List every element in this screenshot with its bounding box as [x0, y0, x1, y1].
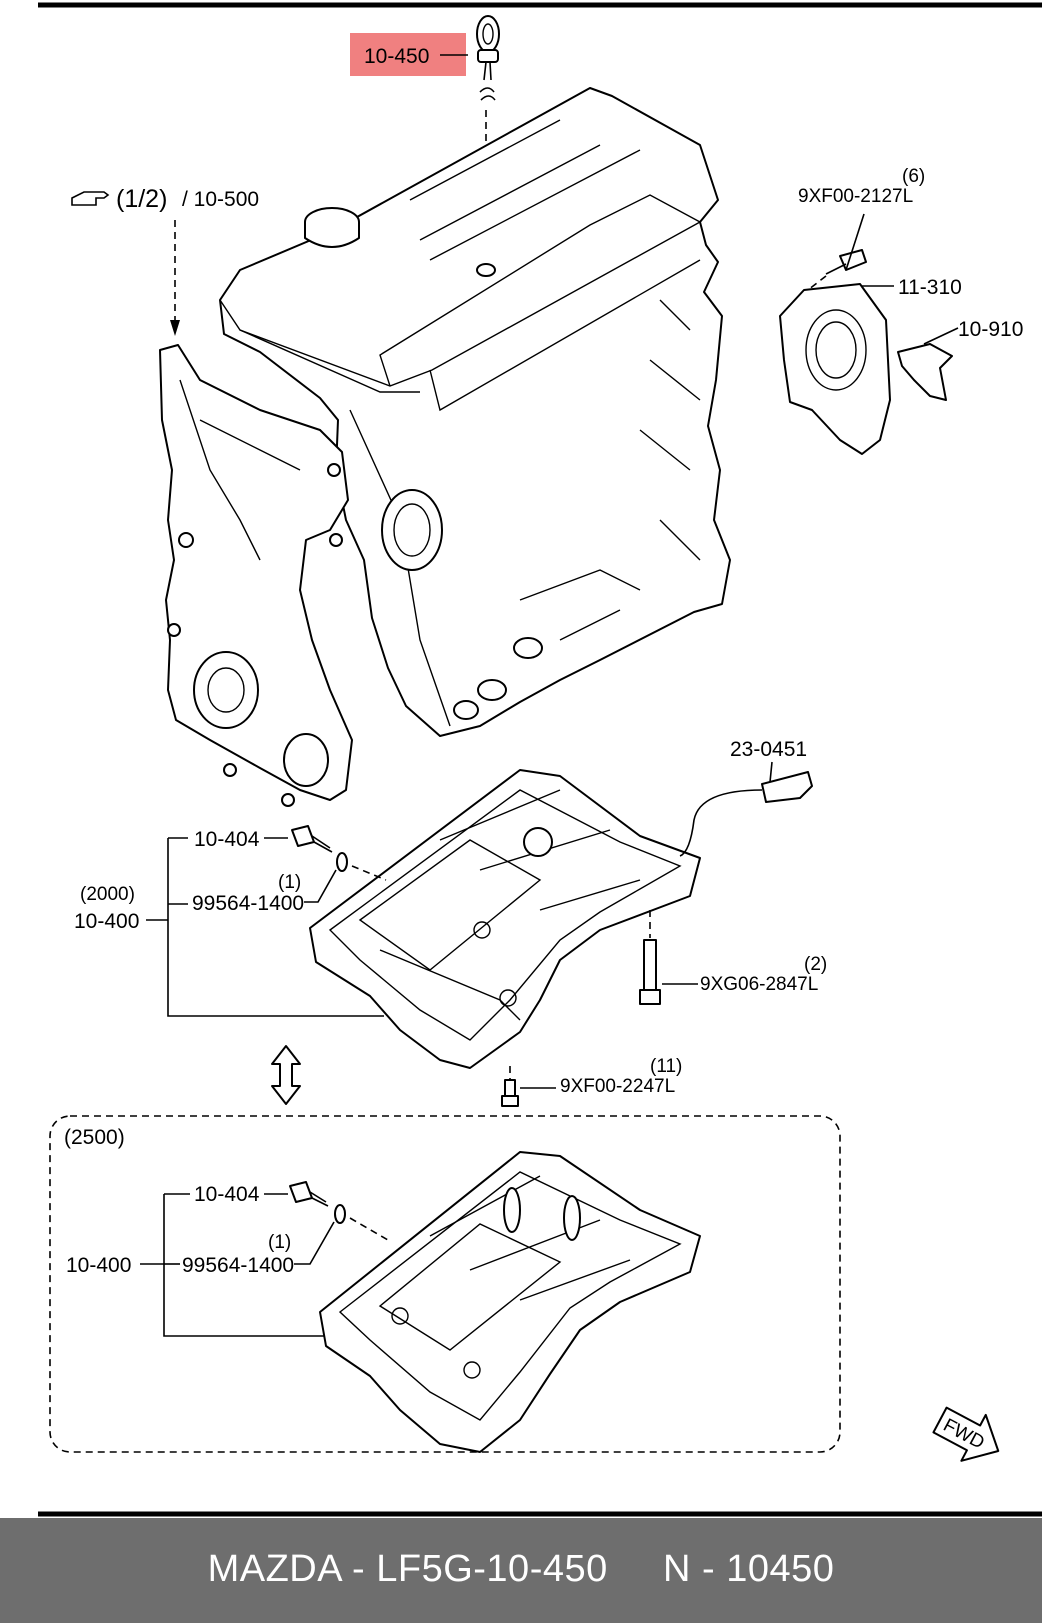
seal-cover-label[interactable]: 11-310: [898, 276, 962, 299]
oil-pan-a-label[interactable]: 10-400: [74, 910, 139, 933]
short-bolt-group: (11) 9XF00-2247L: [501, 1056, 682, 1107]
drain-plug-b-label[interactable]: 10-404: [194, 1183, 260, 1206]
alternate-group-box: [49, 1115, 841, 1453]
long-bolt-group: (2) 9XG06-2847L: [639, 910, 827, 1005]
oil-pan-b-label[interactable]: 10-400: [66, 1254, 131, 1277]
bolt-2847-label[interactable]: 9XG06-2847L: [700, 974, 818, 995]
qty-6-label: (6): [902, 166, 925, 187]
seal-cover-icon: [779, 283, 891, 455]
footer-part-number: MAZDA - LF5G-10-450 N - 10450: [207, 1548, 835, 1590]
drain-plug-a-label[interactable]: 10-404: [194, 828, 260, 851]
group-2000-label: (2000): [80, 884, 135, 905]
gasket-qty-a-label: (1): [278, 872, 301, 893]
drain-plug-b-icon: [289, 1181, 313, 1203]
timing-cover-illustration: [159, 344, 353, 807]
dipstick-icon: [476, 15, 500, 262]
cover-ref-num: (1/2): [116, 185, 167, 213]
rear-seal-group: (6) 9XF00-2127L 11-310 10-910: [779, 166, 1023, 455]
lower-oil-pan-illustration: [319, 1151, 701, 1453]
parts-diagram: 10-450: [38, 2, 1042, 1517]
oil-seal-icon: [897, 343, 953, 401]
long-bolt-icon: [643, 939, 657, 991]
interchange-arrow-icon: [271, 1045, 301, 1105]
bolt-icon: [839, 249, 867, 271]
qty-2-label: (2): [804, 954, 827, 975]
fwd-arrow-icon: FWD: [932, 1406, 1000, 1462]
upper-pan-callouts: 10-404 (1) 99564-1400 (2000) 10-400: [74, 825, 387, 1017]
engine-block-illustration: [219, 87, 731, 737]
footer-bar: MAZDA - LF5G-10-450 N - 10450: [0, 1518, 1042, 1623]
dipstick-label[interactable]: 10-450: [364, 45, 429, 68]
gasket-icon: [336, 852, 348, 872]
gasket-b-icon: [334, 1204, 346, 1224]
group-2500-label: (2500): [64, 1126, 125, 1149]
cover-reference: (1/2) / 10-500: [71, 185, 259, 336]
oil-level-sensor: 23-0451: [679, 738, 813, 857]
pointing-hand-icon: [71, 191, 110, 206]
drain-plug-icon: [291, 825, 315, 847]
short-bolt-icon: [504, 1079, 516, 1097]
bolt-2247-label[interactable]: 9XF00-2247L: [560, 1076, 675, 1097]
gasket-a-label[interactable]: 99564-1400: [192, 892, 304, 915]
upper-oil-pan-illustration: [309, 769, 701, 1069]
sensor-icon: [761, 771, 813, 803]
sensor-label[interactable]: 23-0451: [730, 738, 807, 761]
bolt-2127-label[interactable]: 9XF00-2127L: [798, 186, 913, 207]
oil-seal-label[interactable]: 10-910: [958, 318, 1023, 341]
gasket-qty-b-label: (1): [268, 1232, 291, 1253]
gasket-b-label[interactable]: 99564-1400: [182, 1254, 294, 1277]
qty-11-label: (11): [650, 1056, 682, 1077]
lower-pan-callouts: 10-404 (1) 99564-1400 10-400: [66, 1181, 389, 1337]
cover-ref-part[interactable]: / 10-500: [182, 188, 259, 211]
